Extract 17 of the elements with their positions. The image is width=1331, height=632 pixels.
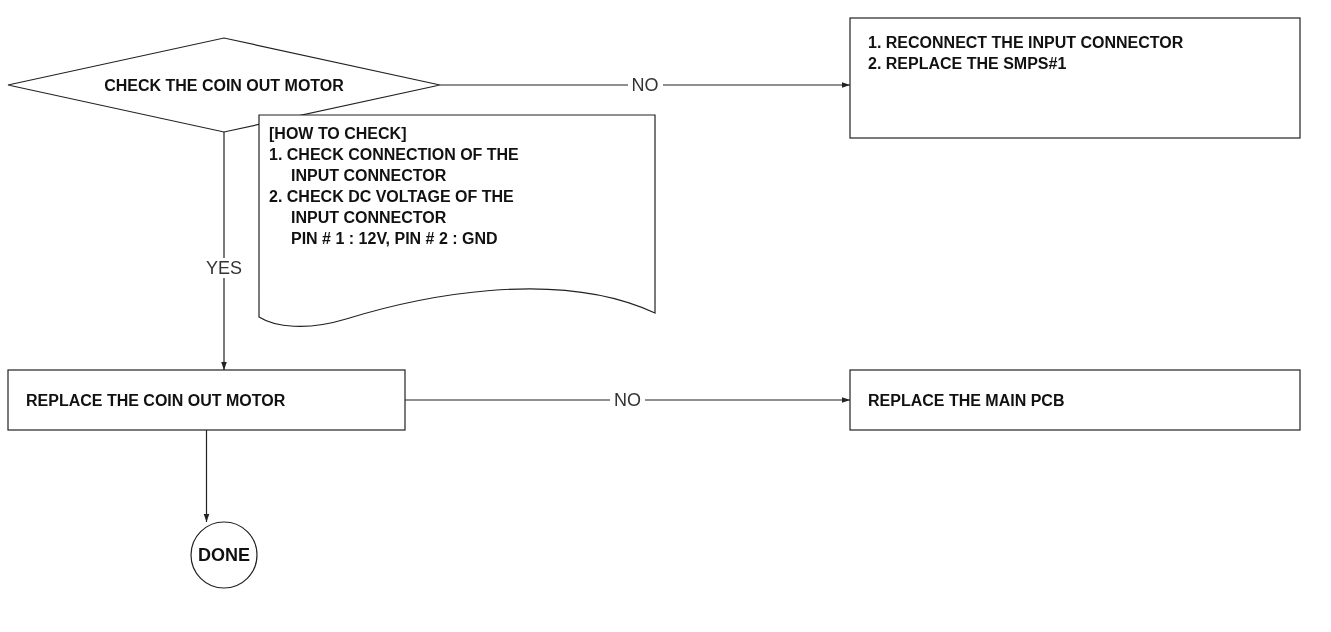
node-text: DONE: [198, 544, 250, 566]
arrow: [221, 131, 227, 371]
node-text: 1. RECONNECT THE INPUT CONNECTOR: [868, 33, 1185, 53]
terminal-circle: [191, 522, 257, 588]
arrow: [203, 429, 210, 523]
node-text: REPLACE THE MAIN PCB: [868, 390, 1066, 411]
node-text: CHECK THE COIN OUT MOTOR: [104, 75, 344, 96]
node-text: 1. CHECK CONNECTION OF THE INPUT CONNECTOR: [269, 145, 520, 186]
node-text: 2. REPLACE THE SMPS#1: [868, 54, 1068, 74]
node-text: PIN # 1 : 12V, PIN # 2 : GND: [290, 229, 499, 249]
process-box: [850, 370, 1300, 430]
node-text: [HOW TO CHECK]: [269, 124, 408, 144]
node-text: REPLACE THE COIN OUT MOTOR: [26, 390, 287, 411]
node-text: 2. CHECK DC VOLTAGE OF THE INPUT CONNECTOR: [269, 187, 515, 228]
arrow: [439, 82, 851, 88]
process-box: [850, 18, 1300, 138]
process-box: [8, 370, 405, 430]
